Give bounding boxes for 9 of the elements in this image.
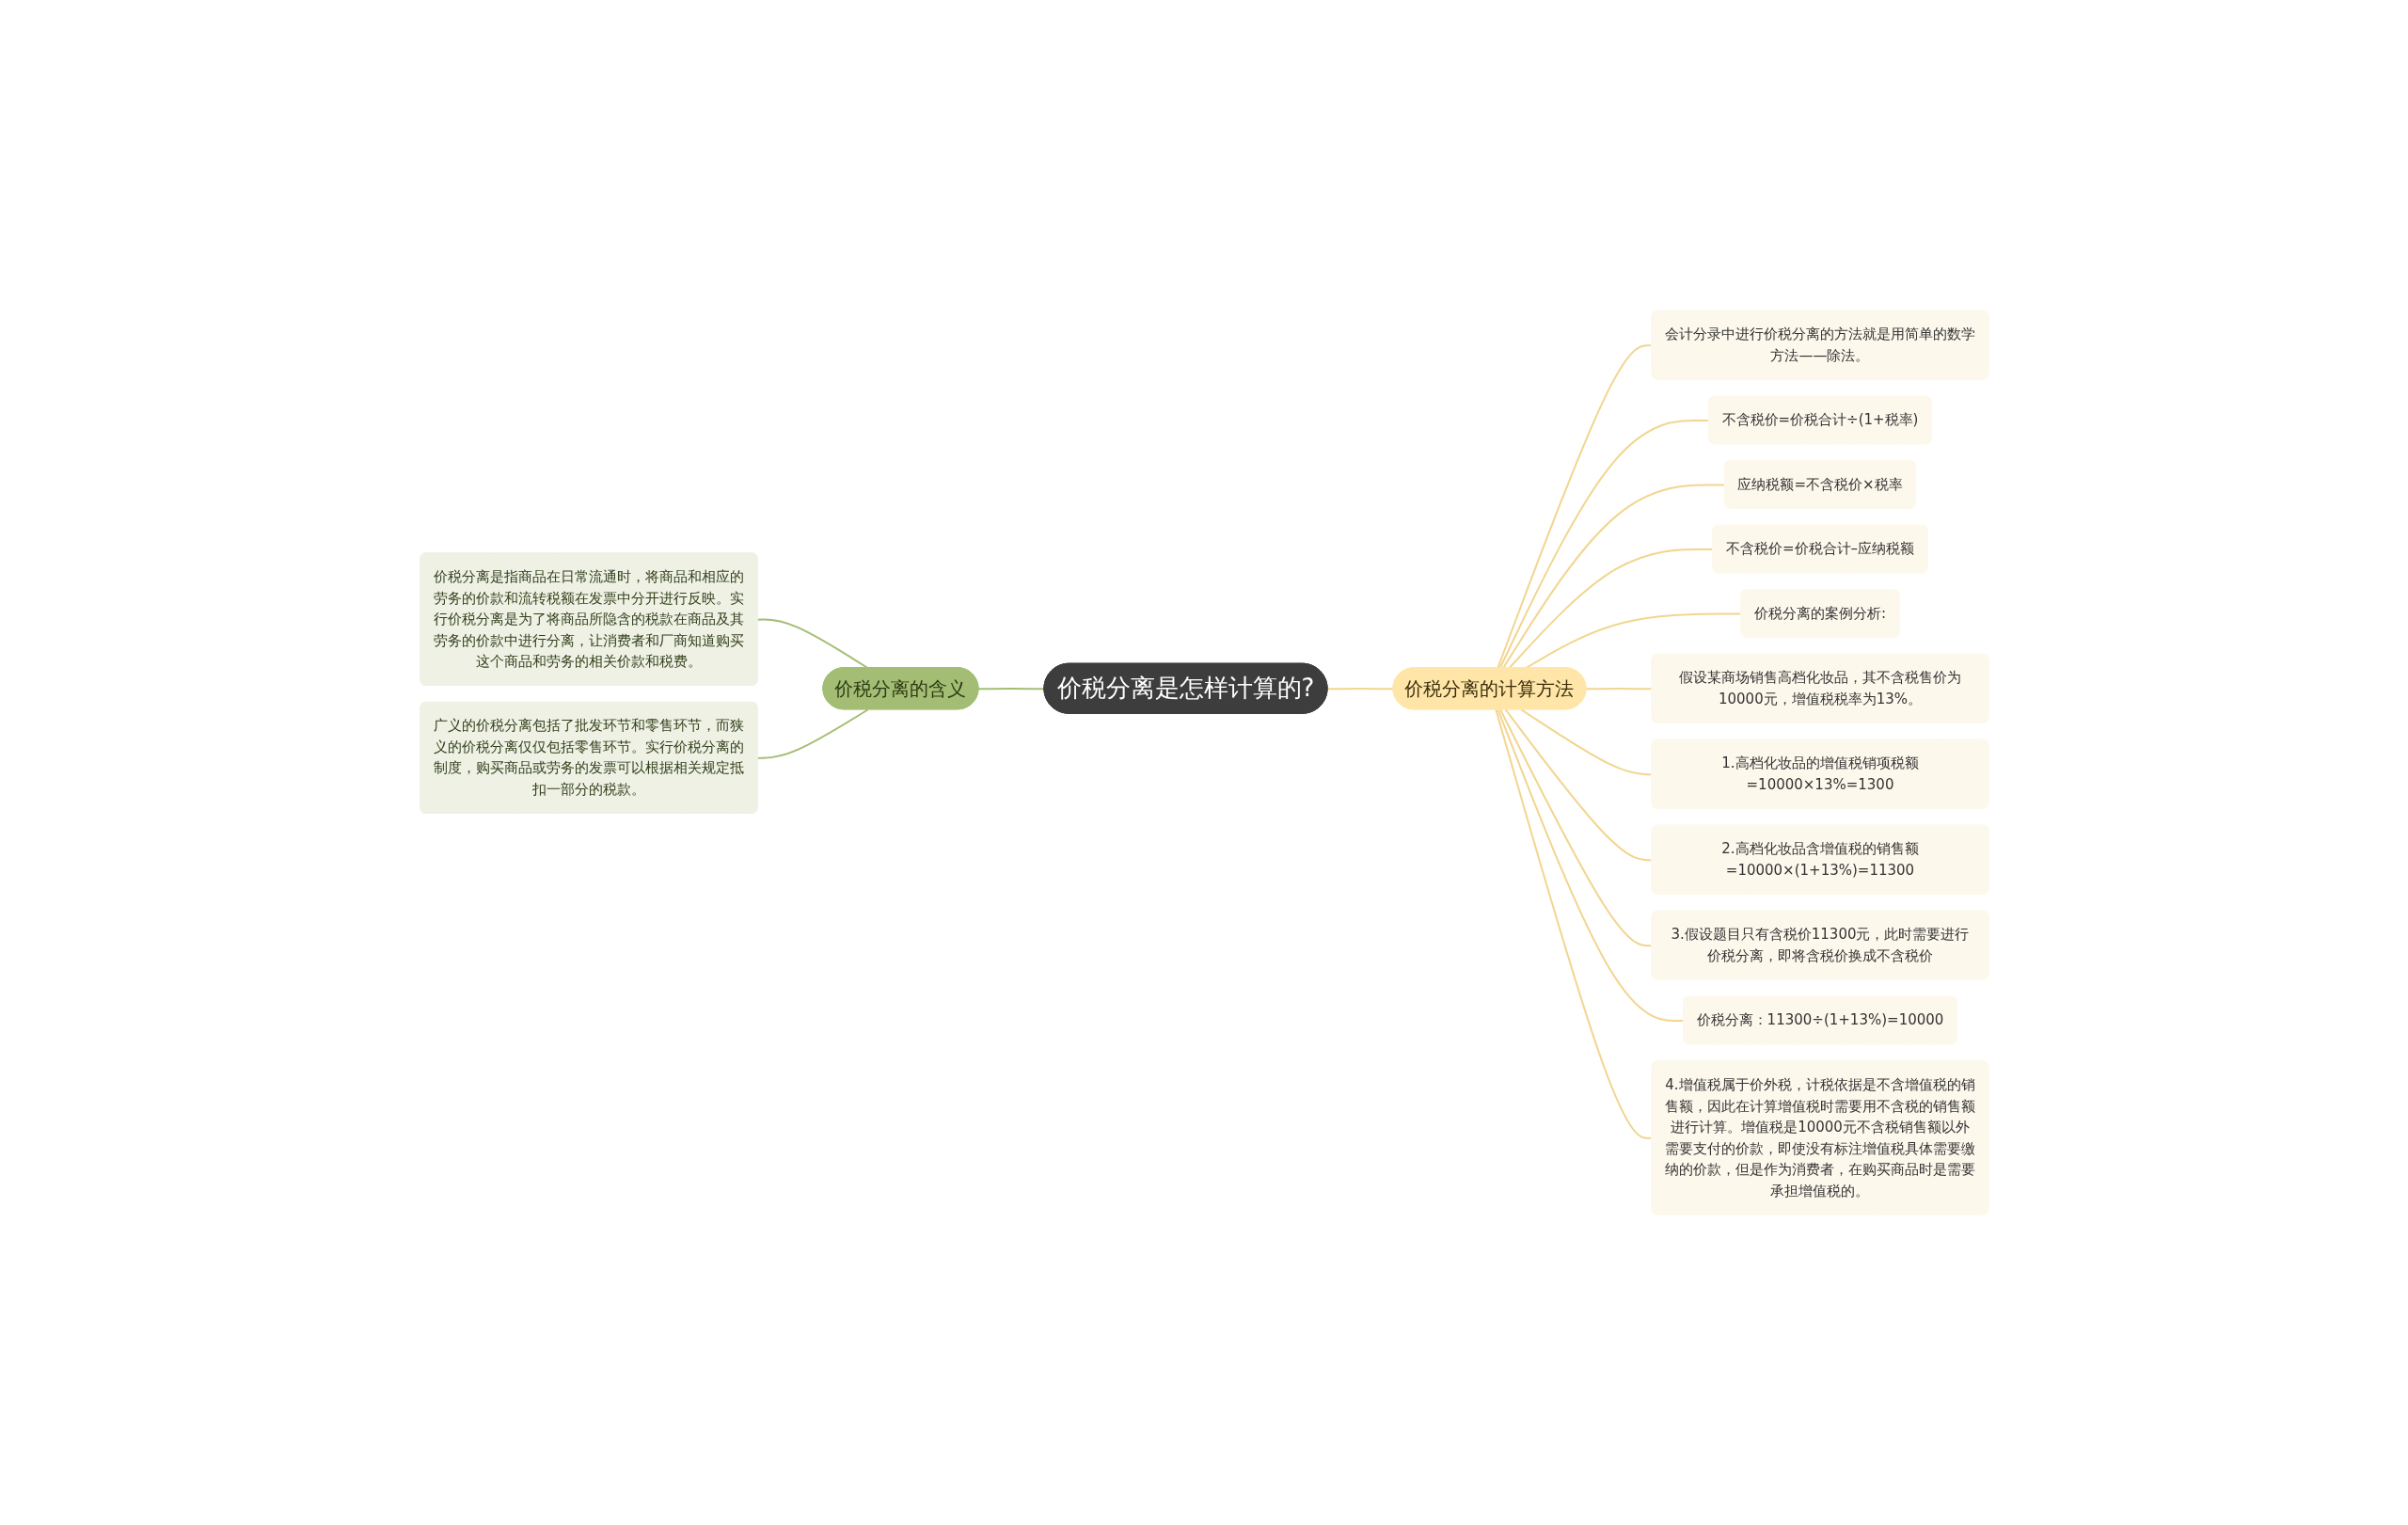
connector xyxy=(1497,708,1685,1022)
connector xyxy=(1326,687,1394,691)
connector xyxy=(1504,708,1653,862)
connector xyxy=(1519,708,1653,776)
connector xyxy=(1494,708,1653,1139)
connector xyxy=(756,708,869,759)
connector xyxy=(1498,708,1653,947)
connector xyxy=(1585,687,1653,691)
connector xyxy=(976,687,1045,691)
